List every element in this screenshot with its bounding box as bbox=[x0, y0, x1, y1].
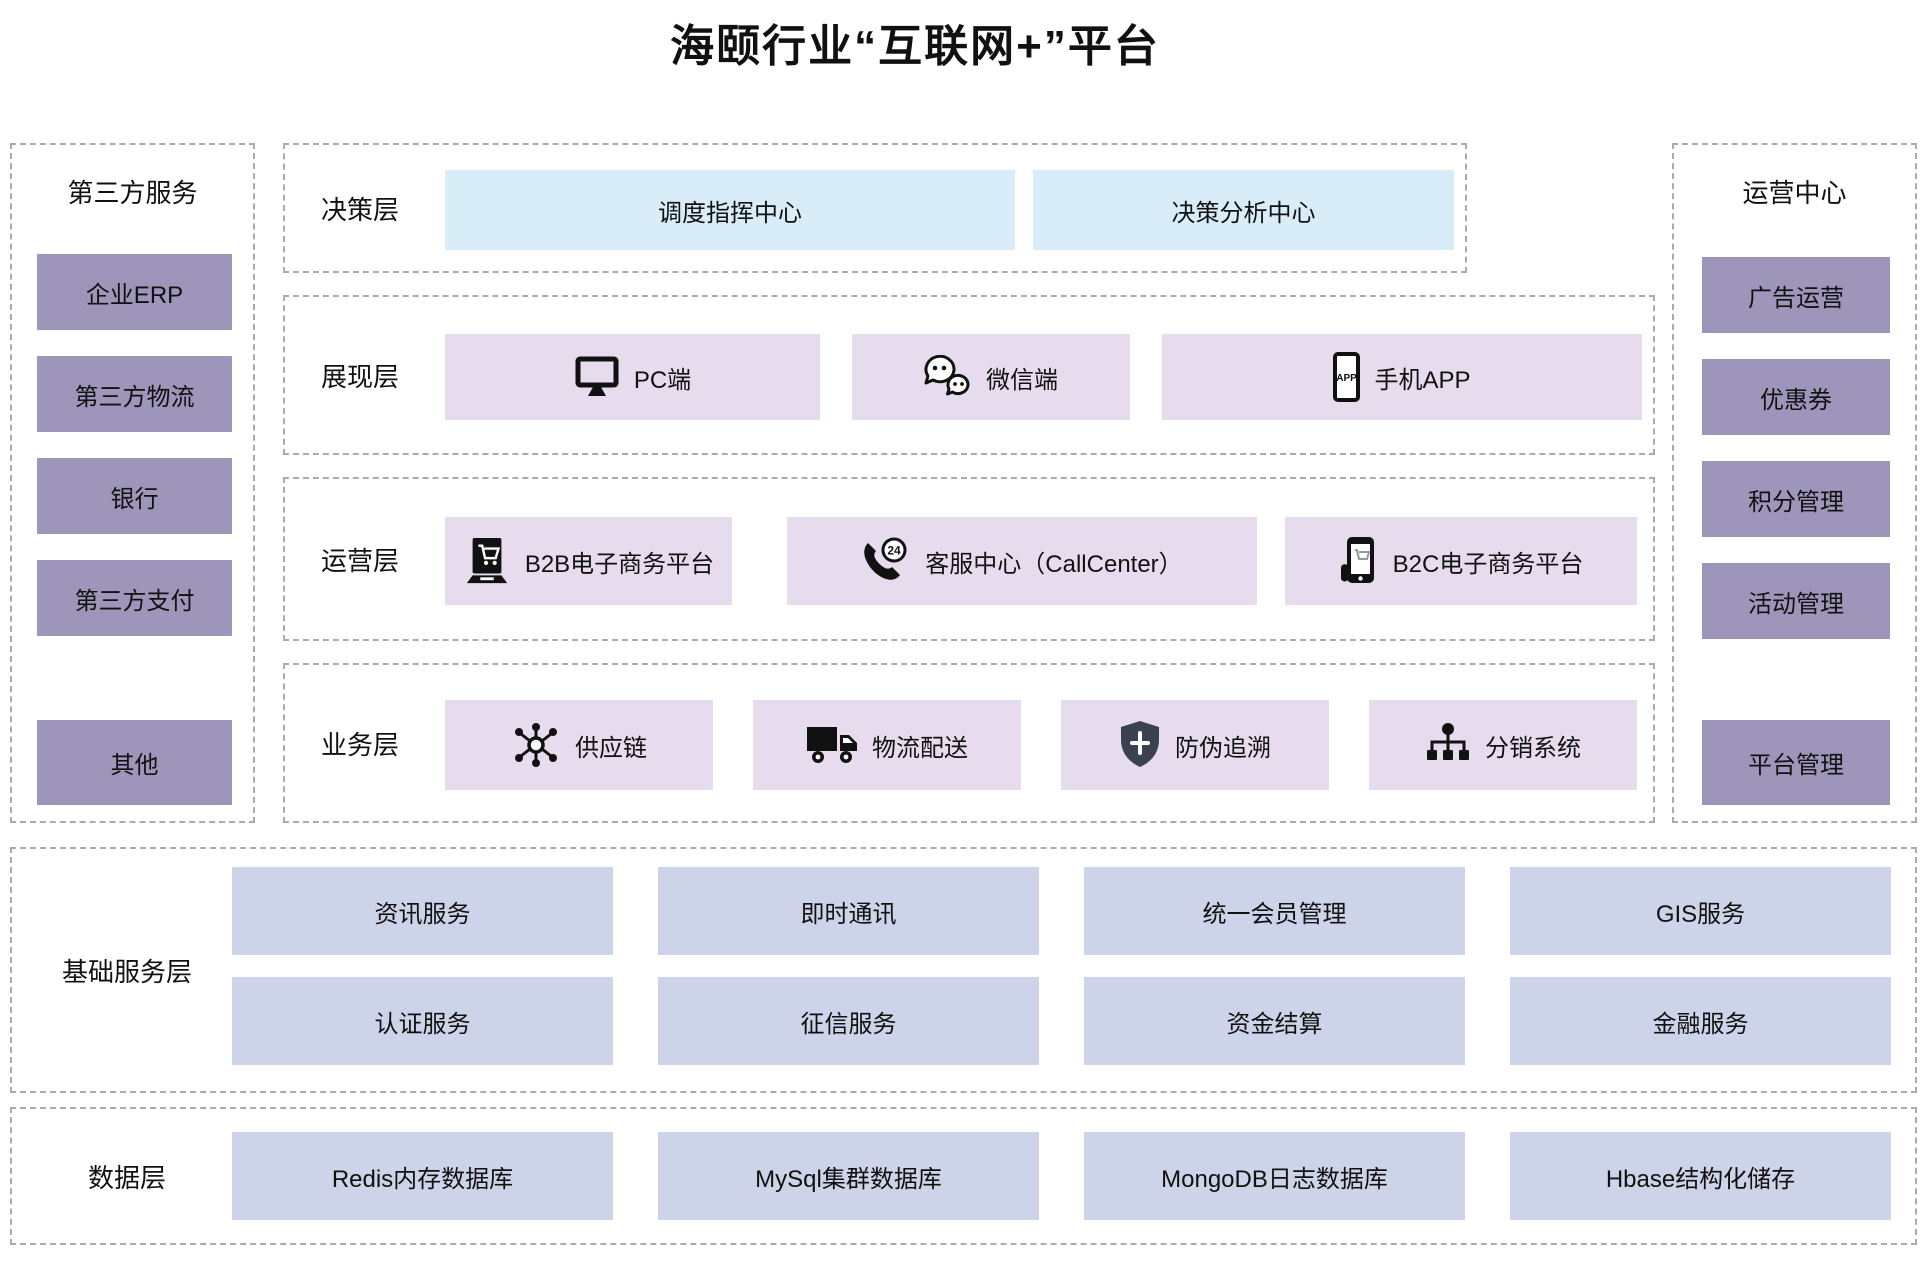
operation-center-item: 活动管理 bbox=[1702, 563, 1890, 639]
distribution-icon bbox=[1425, 722, 1471, 768]
service-box: 认证服务 bbox=[232, 977, 613, 1065]
data-layer-label: 数据层 bbox=[87, 1162, 166, 1193]
operation-layer-panel: 运营层 B2B电子商务平台 24 客服中 bbox=[283, 477, 1655, 641]
decision-layer-panel: 决策层 调度指挥中心 决策分析中心 bbox=[283, 143, 1467, 273]
service-box: 统一会员管理 bbox=[1084, 867, 1465, 955]
operation-layer-label: 运营层 bbox=[320, 545, 399, 576]
database-box: MySql集群数据库 bbox=[658, 1132, 1039, 1220]
box-label: B2B电子商务平台 bbox=[524, 550, 715, 578]
box-label: 调度指挥中心 bbox=[658, 199, 802, 227]
database-box: MongoDB日志数据库 bbox=[1084, 1132, 1465, 1220]
mobile-app-icon: APP bbox=[1333, 352, 1361, 402]
wechat-icon bbox=[924, 355, 972, 399]
third-party-item: 第三方物流 bbox=[37, 356, 232, 432]
service-box: 即时通讯 bbox=[658, 867, 1039, 955]
operation-center-item: 积分管理 bbox=[1702, 461, 1890, 537]
third-party-panel: 第三方服务 企业ERP 第三方物流 银行 第三方支付 其他 bbox=[10, 143, 255, 823]
box-label: 手机APP bbox=[1374, 366, 1471, 394]
supply-chain-icon bbox=[511, 720, 561, 770]
base-service-layer-label: 基础服务层 bbox=[61, 956, 192, 987]
supply-chain-box: 供应链 bbox=[445, 700, 713, 790]
monitor-icon bbox=[574, 356, 620, 398]
operation-center-header: 运营中心 bbox=[1742, 178, 1847, 208]
third-party-item: 企业ERP bbox=[37, 254, 232, 330]
box-label: 物流配送 bbox=[872, 734, 968, 762]
third-party-item: 其他 bbox=[37, 720, 232, 805]
box-label: 微信端 bbox=[986, 366, 1058, 394]
svg-text:APP: APP bbox=[1337, 373, 1358, 384]
distribution-system-box: 分销系统 bbox=[1369, 700, 1637, 790]
business-layer-panel: 业务层 供应链 物流配送 bbox=[283, 663, 1655, 823]
service-box: GIS服务 bbox=[1510, 867, 1891, 955]
operation-center-item: 优惠券 bbox=[1702, 359, 1890, 435]
hand-phone-icon bbox=[1339, 535, 1379, 587]
truck-icon bbox=[806, 723, 858, 767]
b2b-ecommerce-box: B2B电子商务平台 bbox=[445, 517, 732, 605]
box-label: 决策分析中心 bbox=[1171, 199, 1316, 227]
call-center-box: 24 客服中心（CallCenter） bbox=[787, 517, 1257, 605]
decision-layer-label: 决策层 bbox=[320, 194, 399, 225]
third-party-header: 第三方服务 bbox=[67, 178, 198, 208]
third-party-item: 第三方支付 bbox=[37, 560, 232, 636]
box-label: 供应链 bbox=[575, 734, 647, 762]
phone-24-icon: 24 bbox=[861, 537, 911, 585]
anti-counterfeit-box: 防伪追溯 bbox=[1061, 700, 1329, 790]
data-layer-panel: 数据层 Redis内存数据库 MySql集群数据库 MongoDB日志数据库 H… bbox=[10, 1107, 1917, 1245]
business-layer-label: 业务层 bbox=[320, 729, 399, 760]
base-service-layer-panel: 基础服务层 资讯服务 即时通讯 统一会员管理 GIS服务 认证服务 征信服务 资… bbox=[10, 847, 1917, 1093]
operation-center-panel: 运营中心 广告运营 优惠券 积分管理 活动管理 平台管理 bbox=[1672, 143, 1917, 823]
logistics-box: 物流配送 bbox=[753, 700, 1021, 790]
wechat-client-box: 微信端 bbox=[852, 334, 1130, 420]
database-box: Hbase结构化储存 bbox=[1510, 1132, 1891, 1220]
service-box: 资金结算 bbox=[1084, 977, 1465, 1065]
operation-center-item: 广告运营 bbox=[1702, 257, 1890, 333]
laptop-cart-icon bbox=[463, 536, 511, 586]
box-label: 分销系统 bbox=[1485, 734, 1581, 762]
svg-text:24: 24 bbox=[888, 544, 902, 558]
presentation-layer-label: 展现层 bbox=[320, 361, 399, 392]
dispatch-command-center-box: 调度指挥中心 bbox=[445, 170, 1015, 250]
shield-icon bbox=[1119, 720, 1161, 770]
operation-center-item: 平台管理 bbox=[1702, 720, 1890, 805]
presentation-layer-panel: 展现层 PC端 微信端 APP 手机APP bbox=[283, 295, 1655, 455]
box-label: 客服中心（CallCenter） bbox=[925, 550, 1183, 578]
page-title: 海颐行业“互联网+”平台 bbox=[670, 22, 1160, 71]
database-box: Redis内存数据库 bbox=[232, 1132, 613, 1220]
decision-analysis-center-box: 决策分析中心 bbox=[1033, 170, 1454, 250]
box-label: 防伪追溯 bbox=[1175, 734, 1271, 762]
box-label: PC端 bbox=[633, 366, 692, 394]
third-party-item: 银行 bbox=[37, 458, 232, 534]
mobile-app-box: APP 手机APP bbox=[1162, 334, 1642, 420]
service-box: 征信服务 bbox=[658, 977, 1039, 1065]
pc-client-box: PC端 bbox=[445, 334, 820, 420]
box-label: B2C电子商务平台 bbox=[1392, 550, 1584, 578]
service-box: 金融服务 bbox=[1510, 977, 1891, 1065]
service-box: 资讯服务 bbox=[232, 867, 613, 955]
b2c-ecommerce-box: B2C电子商务平台 bbox=[1285, 517, 1637, 605]
